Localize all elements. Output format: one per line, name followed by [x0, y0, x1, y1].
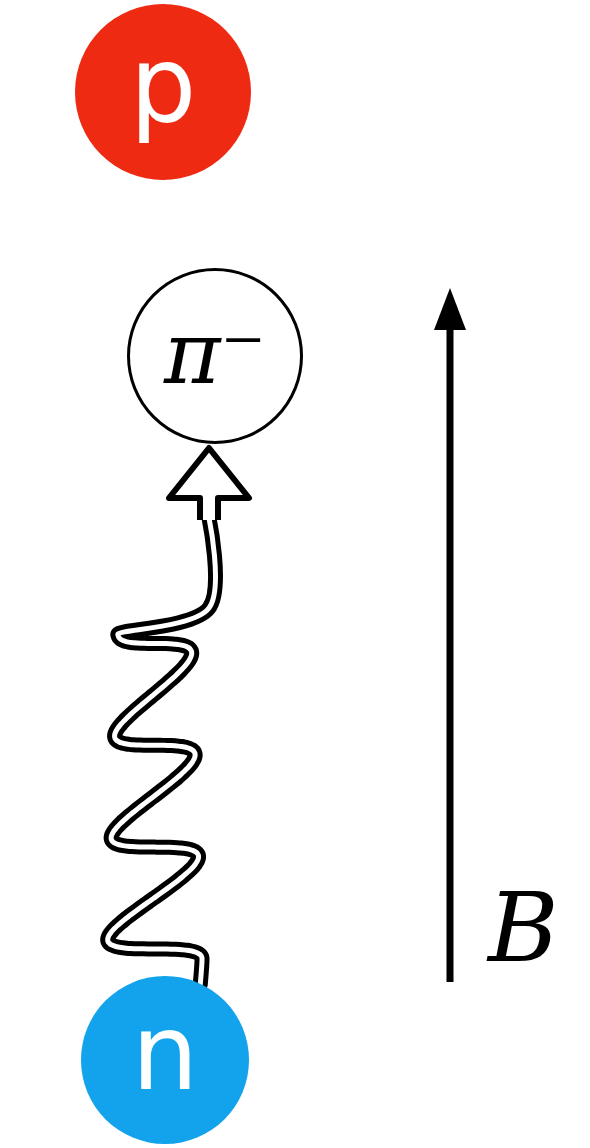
field-arrowhead	[434, 288, 466, 330]
field-line	[447, 320, 454, 982]
helix-core	[108, 518, 216, 984]
spiral-arrow	[108, 448, 249, 984]
helix-outline	[108, 518, 216, 984]
proton-circle: p	[75, 4, 251, 180]
pion-circle: π⁻	[127, 268, 303, 444]
particle-symbol: n	[132, 992, 199, 1128]
neutron-circle: n	[81, 976, 249, 1144]
particle-symbol: p	[130, 24, 197, 160]
particle-symbol: π⁻	[164, 303, 266, 409]
open-arrowhead	[169, 448, 249, 520]
field-label: B	[488, 872, 559, 984]
